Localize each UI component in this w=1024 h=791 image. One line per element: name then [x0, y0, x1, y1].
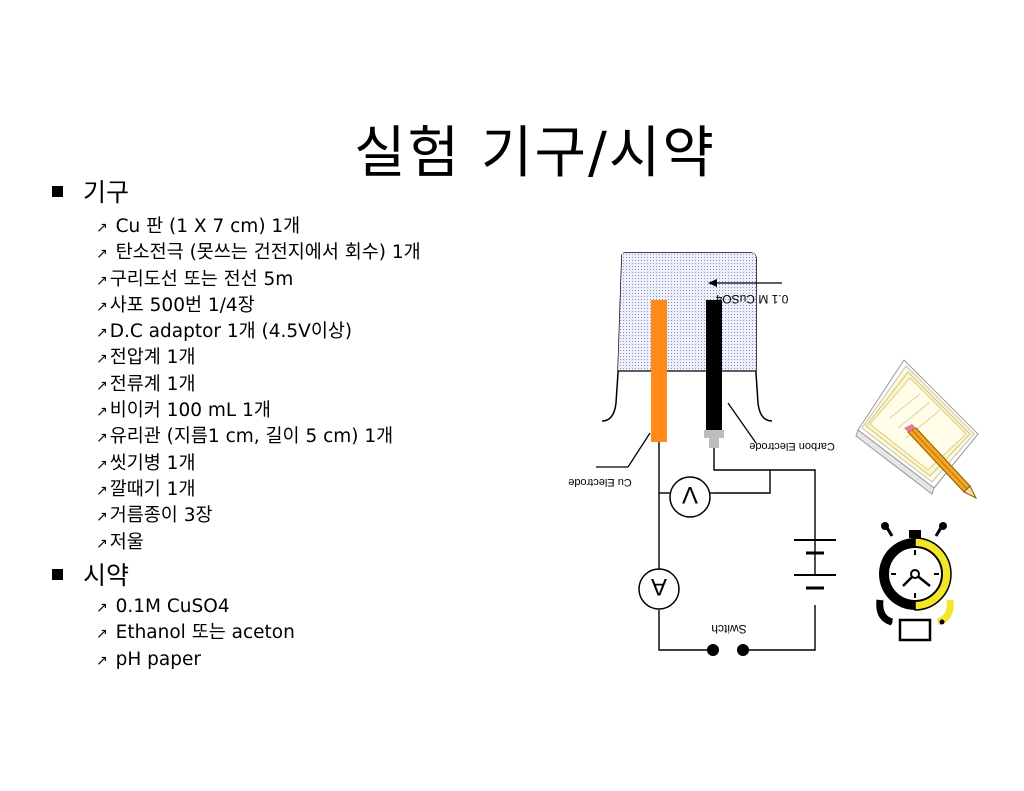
arrow-bullet-icon: ↗	[96, 535, 108, 552]
list-item: ↗씻기병 1개	[96, 451, 421, 477]
carbon-electrode-label: Carbon Electrode	[749, 440, 835, 452]
reagents-list: ↗ 0.1M CuSO4 ↗ Ethanol 또는 aceton ↗ pH pa…	[96, 594, 295, 673]
arrow-bullet-icon: ↗	[96, 325, 108, 342]
electrochemical-cell-diagram: 0.1 M CuSO4 Carbon Electrode Cu Electrod…	[568, 252, 836, 656]
cu-electrode	[651, 300, 667, 442]
ammeter-label: A	[651, 573, 667, 600]
list-item: ↗ 0.1M CuSO4	[96, 594, 295, 620]
section-heading-reagents: 시약	[52, 561, 129, 591]
solution-label: 0.1 M CuSO4	[715, 292, 788, 306]
cuso4-solution	[618, 253, 756, 371]
arrow-bullet-icon: ↗	[96, 600, 108, 616]
square-bullet-icon	[52, 568, 63, 580]
arrow-bullet-icon: ↗	[96, 404, 108, 421]
list-item: ↗ Ethanol 또는 aceton	[96, 620, 295, 646]
list-item: ↗D.C adaptor 1개 (4.5V이상)	[96, 319, 421, 345]
list-item: ↗거름종이 3장	[96, 503, 421, 529]
arrow-bullet-icon: ↗	[96, 298, 108, 315]
list-item: ↗ Cu 판 (1 X 7 cm) 1개	[96, 214, 421, 240]
section-heading-text: 기구	[83, 178, 130, 207]
carbon-electrode-cap	[704, 430, 724, 438]
list-item: ↗사포 500번 1/4장	[96, 293, 421, 319]
list-item: ↗깔때기 1개	[96, 477, 421, 503]
notepad-pencil-icon	[855, 359, 979, 500]
arrow-bullet-icon: ↗	[96, 377, 108, 394]
list-item: ↗ 탄소전극 (못쓰는 건전지에서 회수) 1개	[96, 240, 421, 266]
list-item: ↗유리관 (지름1 cm, 길이 5 cm) 1개	[96, 424, 421, 450]
arrow-bullet-icon: ↗	[96, 456, 108, 473]
arrow-bullet-icon: ↗	[96, 246, 108, 263]
alarm-clock-icon	[876, 522, 954, 642]
section-heading-equipment: 기구	[52, 178, 129, 208]
square-bullet-icon	[52, 185, 63, 197]
arrow-bullet-icon: ↗	[96, 626, 108, 643]
list-item: ↗비이커 100 mL 1개	[96, 398, 421, 424]
arrow-bullet-icon: ↗	[96, 509, 108, 526]
section-heading-text: 시약	[83, 561, 130, 590]
slide-title: 실험 기구/시약	[354, 121, 716, 186]
ammeter-icon	[638, 568, 680, 610]
arrow-bullet-icon: ↗	[96, 652, 108, 669]
arrow-bullet-icon: ↗	[96, 220, 108, 236]
switch-label: Switch	[711, 622, 746, 636]
cu-electrode-label: Cu Electrode	[568, 476, 632, 488]
list-item: ↗전압계 1개	[96, 345, 421, 371]
voltmeter-label: V	[682, 481, 698, 508]
arrow-bullet-icon: ↗	[96, 482, 108, 499]
voltmeter-icon	[669, 476, 711, 518]
arrow-bullet-icon: ↗	[96, 272, 108, 289]
list-item: ↗전류계 1개	[96, 372, 421, 398]
carbon-electrode	[706, 300, 722, 430]
switch-icon	[707, 644, 719, 656]
list-item: ↗ pH paper	[96, 647, 295, 673]
equipment-list: ↗ Cu 판 (1 X 7 cm) 1개 ↗ 탄소전극 (못쓰는 건전지에서 회…	[96, 214, 421, 556]
beaker-left-wall	[601, 254, 623, 422]
arrow-bullet-icon: ↗	[96, 430, 108, 447]
list-item: ↗구리도선 또는 전선 5m	[96, 267, 421, 293]
list-item: ↗저울	[96, 530, 421, 556]
arrow-bullet-icon: ↗	[96, 351, 108, 368]
